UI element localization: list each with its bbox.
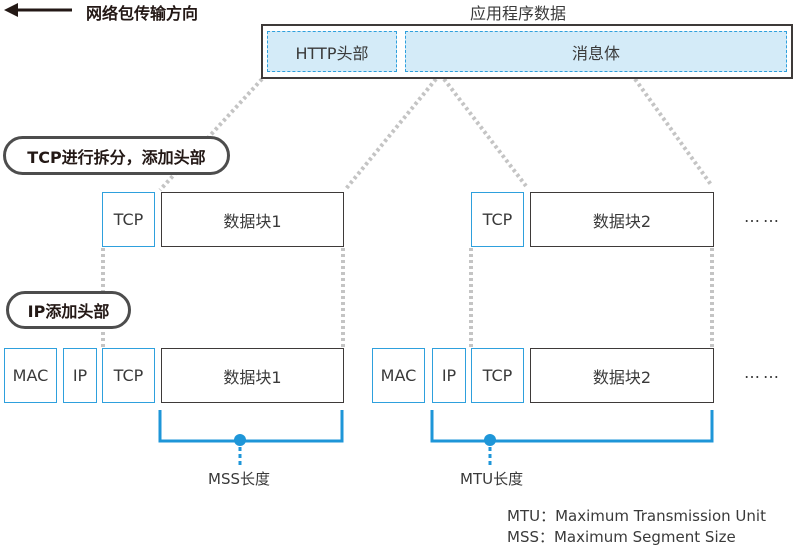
data-chunk-2: 数据块2 xyxy=(530,348,714,403)
mtu-marker xyxy=(484,434,496,446)
dotted-connector xyxy=(633,77,714,188)
message-body-block: 消息体 xyxy=(405,31,787,72)
tcp-header: TCP xyxy=(102,348,155,403)
mss-bracket xyxy=(158,410,344,443)
dotted-connector xyxy=(343,77,438,192)
mac-header: MAC xyxy=(4,348,57,403)
dotted-connector xyxy=(442,77,528,188)
mtu-length-label: MTU长度 xyxy=(460,470,524,488)
data-chunk-1: 数据块1 xyxy=(161,192,344,247)
direction-label: 网络包传输方向 xyxy=(86,4,199,23)
ip-header: IP xyxy=(63,348,97,403)
legend-mss: MSS：Maximum Segment Size xyxy=(507,528,736,546)
mss-length-label: MSS长度 xyxy=(208,470,270,488)
tcp-header: TCP xyxy=(102,192,155,247)
data-chunk-1: 数据块1 xyxy=(161,348,344,403)
ip-header: IP xyxy=(432,348,466,403)
mac-header: MAC xyxy=(372,348,425,403)
data-chunk-2: 数据块2 xyxy=(530,192,714,247)
ellipsis: …… xyxy=(744,207,782,226)
ip-add-step: IP添加头部 xyxy=(6,291,131,329)
ellipsis: …… xyxy=(744,363,782,382)
dotted-connector xyxy=(158,77,264,192)
app-data-title: 应用程序数据 xyxy=(470,4,567,23)
left-arrow-icon xyxy=(4,3,72,17)
mss-marker xyxy=(234,434,246,446)
tcp-header: TCP xyxy=(471,348,524,403)
legend-mtu: MTU：Maximum Transmission Unit xyxy=(507,507,766,525)
mtu-bracket xyxy=(430,410,714,443)
http-header-block: HTTP头部 xyxy=(267,31,397,72)
tcp-header: TCP xyxy=(471,192,524,247)
tcp-split-step: TCP进行拆分，添加头部 xyxy=(3,136,230,175)
